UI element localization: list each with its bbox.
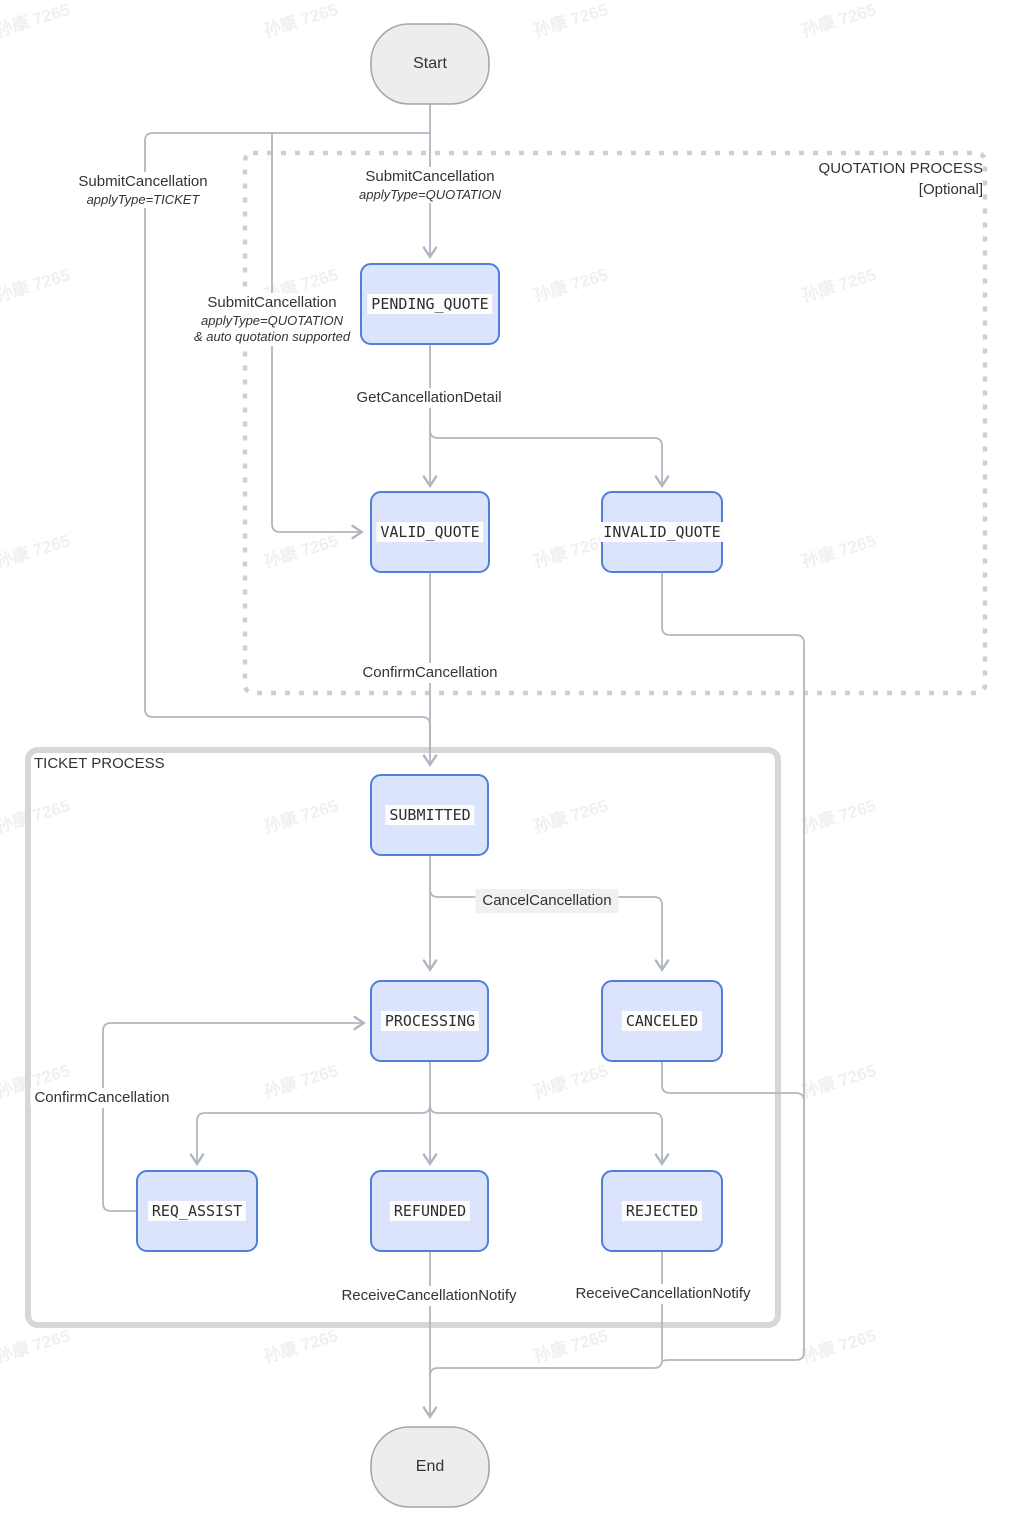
edge-label-notify-rejected: ReceiveCancellationNotify <box>571 1284 755 1304</box>
node-start-shape <box>370 23 490 105</box>
cluster-quotation-subtitle-text: [Optional] <box>918 181 983 198</box>
edge-processing-to-reqassist <box>189 1104 431 1166</box>
node-rejected-label: REJECTED <box>621 1201 703 1221</box>
edge-label-text: SubmitCancellation <box>78 173 208 190</box>
edge-label-confirm-top: ConfirmCancellation <box>358 663 502 683</box>
node-refunded-label: REFUNDED <box>389 1201 471 1221</box>
node-processing-label: PROCESSING <box>380 1011 480 1031</box>
edge-canceled-to-end-line <box>661 1061 805 1102</box>
cluster-quotation-box <box>242 150 988 696</box>
edge-label-subtext: applyType=QUOTATION <box>201 312 343 328</box>
edge-pending-to-invalid <box>429 429 670 488</box>
edge-label-submit-auto: SubmitCancellation applyType=QUOTATION &… <box>189 293 355 347</box>
edge-label-cancel: CancelCancellation <box>475 889 619 913</box>
edge-label-text: SubmitCancellation <box>365 168 495 185</box>
node-pending-quote-label: PENDING_QUOTE <box>367 294 493 314</box>
edge-label-submit-quotation: SubmitCancellation applyType=QUOTATION <box>355 167 505 204</box>
node-end-label: End <box>415 1458 445 1475</box>
edge-label-text: SubmitCancellation <box>207 294 337 311</box>
edge-label-confirm-loop: ConfirmCancellation <box>30 1088 174 1108</box>
node-end-shape <box>370 1426 490 1508</box>
cluster-title-ticket: TICKET PROCESS <box>34 755 165 772</box>
edge-reqassist-loop-to-processing <box>102 1015 366 1212</box>
cluster-ticket-box <box>25 747 781 1328</box>
node-req-assist-label: REQ_ASSIST <box>147 1201 247 1221</box>
edge-label-subtext: applyType=QUOTATION <box>359 186 501 202</box>
node-valid-quote-label: VALID_QUOTE <box>376 522 484 542</box>
edges <box>102 104 805 1419</box>
edge-start-ticket-branch <box>144 132 431 752</box>
edge-label-submit-ticket: SubmitCancellation applyType=TICKET <box>74 172 212 209</box>
node-canceled-label: CANCELED <box>621 1011 703 1031</box>
edge-label-subtext: applyType=TICKET <box>86 191 200 207</box>
cluster-quotation-title-text: QUOTATION PROCESS <box>818 160 983 177</box>
edge-auto-quote-to-valid <box>271 133 364 540</box>
edge-label-subtext: & auto quotation supported <box>193 329 351 345</box>
edge-rejected-to-end-merge <box>429 1251 663 1377</box>
node-invalid-quote-label: INVALID_QUOTE <box>599 522 725 542</box>
edge-label-get-detail: GetCancellationDetail <box>352 388 506 408</box>
node-submitted-label: SUBMITTED <box>385 805 475 825</box>
edge-submitted-to-canceled <box>429 888 670 972</box>
edge-processing-to-rejected <box>429 1104 670 1166</box>
edge-invalid-to-end-line <box>661 572 805 1363</box>
edge-label-notify-refunded: ReceiveCancellationNotify <box>337 1286 521 1306</box>
node-start-label: Start <box>413 55 447 72</box>
cluster-title-quotation: QUOTATION PROCESS [Optional] <box>819 158 983 200</box>
